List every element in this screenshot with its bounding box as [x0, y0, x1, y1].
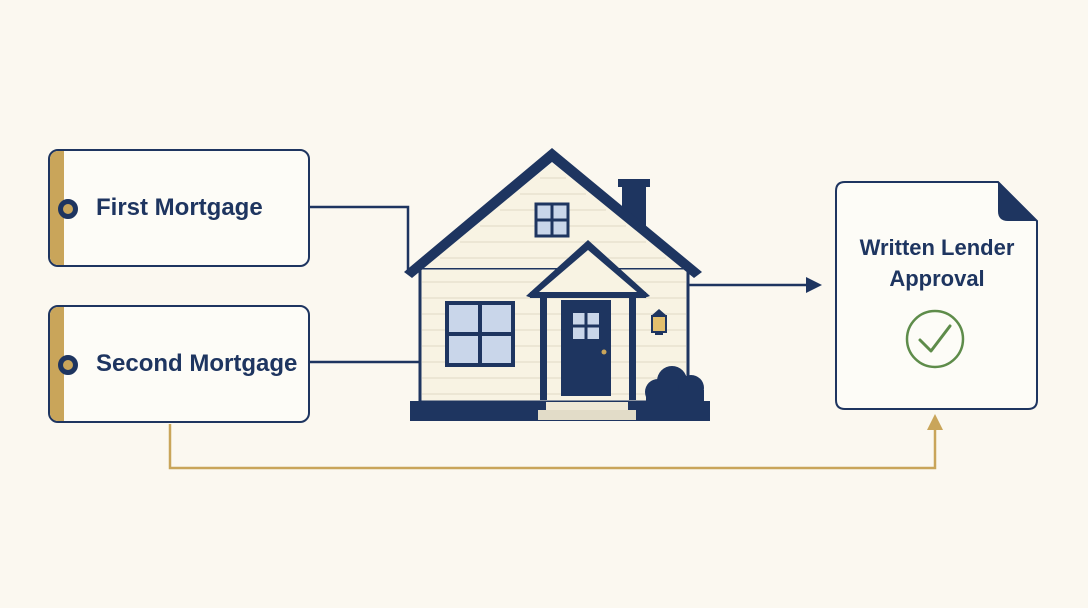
approval-title-line-1: Written Lender — [859, 235, 1015, 260]
front-window — [445, 301, 515, 367]
tag-hole-icon — [58, 199, 78, 219]
bush — [645, 366, 704, 405]
document-folded-corner — [998, 182, 1037, 221]
tag-accent-strip — [50, 151, 64, 265]
second-mortgage-bypass-connector — [168, 424, 937, 470]
porch-gable — [532, 248, 644, 292]
check-mark-icon — [905, 309, 965, 369]
attic-window — [534, 202, 570, 238]
approval-document-title: Written Lender Approval — [842, 232, 1032, 294]
second-mortgage-label: Second Mortgage — [96, 350, 298, 377]
house-to-approval-arrowhead — [806, 277, 822, 293]
porch-column-right — [629, 298, 636, 400]
porch-column-left — [540, 298, 547, 400]
front-door — [561, 300, 611, 396]
approval-document — [835, 181, 1038, 410]
porch-lantern-icon — [651, 309, 667, 335]
first-mortgage-tag: First Mortgage — [48, 149, 310, 267]
second-mortgage-tag: Second Mortgage — [48, 305, 310, 423]
tag-accent-strip — [50, 307, 64, 421]
first-mortgage-label: First Mortgage — [96, 194, 263, 221]
front-steps — [546, 402, 628, 410]
connectors — [168, 205, 943, 470]
approval-title-line-2: Approval — [889, 266, 985, 291]
first-mortgage-connector — [310, 205, 410, 272]
bypass-arrowhead — [927, 414, 943, 430]
tag-hole-icon — [58, 355, 78, 375]
house-illustration — [404, 148, 710, 421]
